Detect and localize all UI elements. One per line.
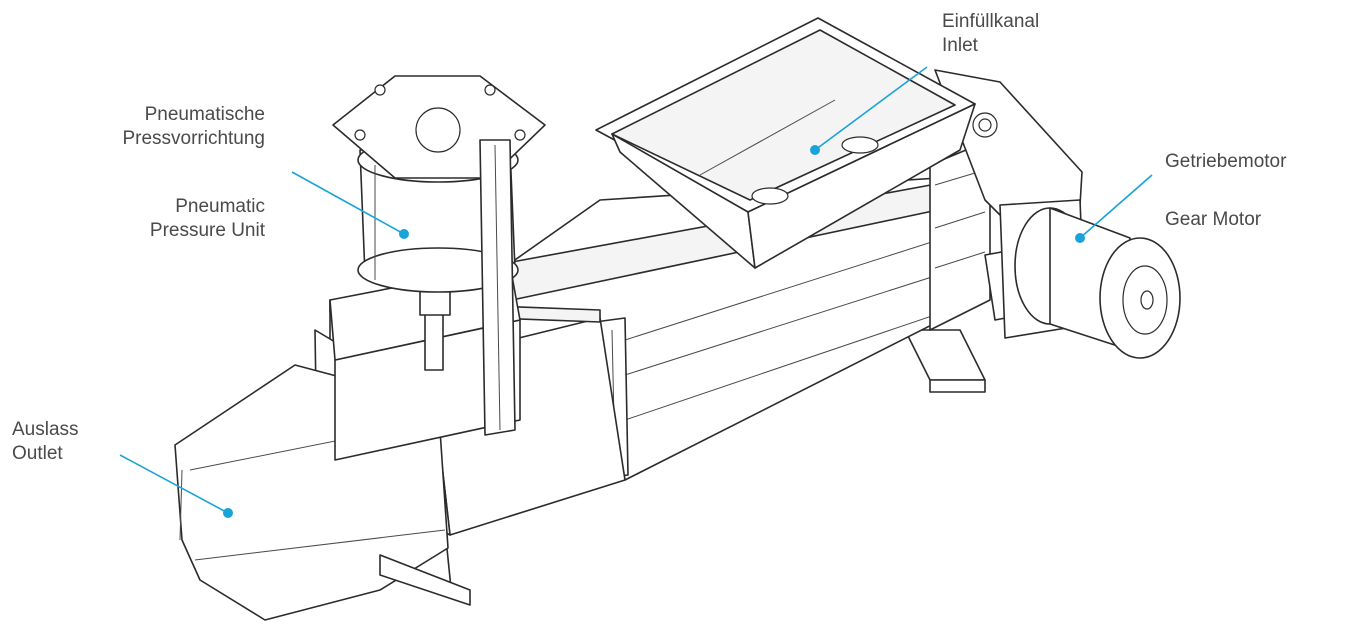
label-gear-motor-en: Gear Motor	[1165, 209, 1262, 230]
label-inlet: Einfüllkanal Inlet	[942, 11, 1040, 56]
inlet-hopper	[595, 17, 976, 269]
leader-motor	[1075, 174, 1153, 243]
label-outlet: Auslass Outlet	[12, 419, 79, 464]
leader-pressure	[291, 171, 409, 239]
label-pneumatic-pressure-de: Pneumatische Pressvorrichtung	[122, 104, 265, 149]
label-gear-motor-de: Getriebemotor	[1165, 151, 1287, 172]
leader-inlet	[810, 66, 928, 155]
gear-motor	[1014, 207, 1181, 359]
leader-outlet	[119, 454, 233, 518]
pneumatic-pressure-unit	[329, 75, 546, 461]
support-frame-rear	[904, 329, 986, 393]
label-pneumatic-pressure-en: Pneumatic Pressure Unit	[149, 196, 265, 241]
